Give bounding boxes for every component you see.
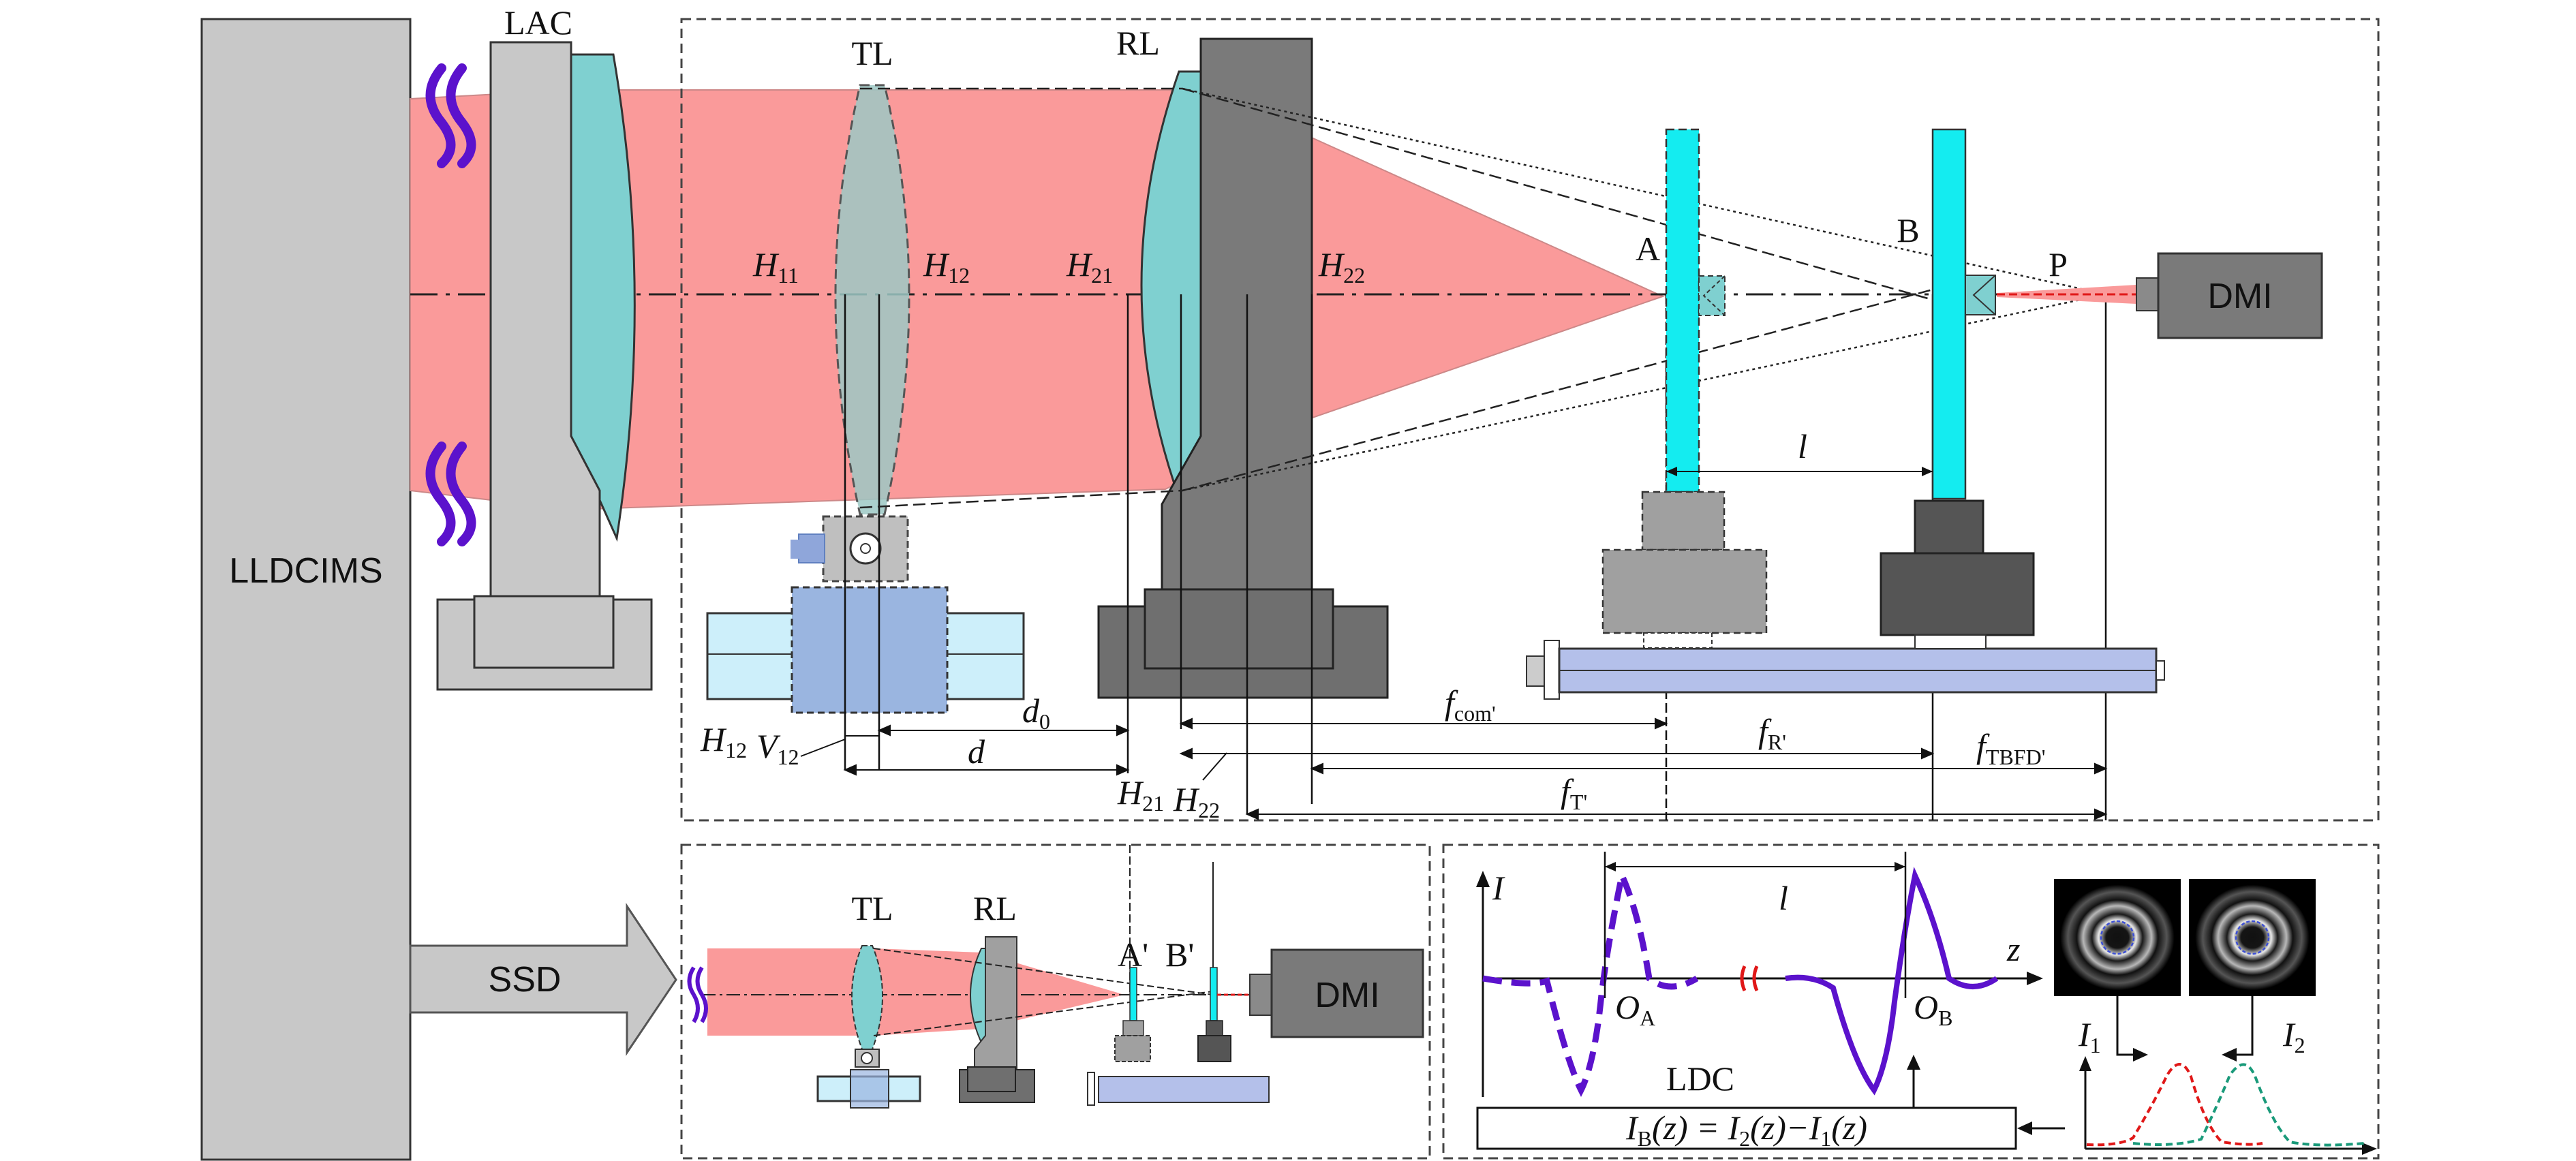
small-dmi-label: DMI: [1315, 976, 1379, 1015]
small-tl-lens: [851, 945, 883, 1050]
tl-knob-icon: [849, 532, 882, 565]
small-dmi-device: [1270, 948, 1424, 1038]
tl-stage-carriage: [791, 586, 949, 714]
ring-image-2: [2189, 879, 2316, 996]
small-a-label: A': [1118, 935, 1148, 974]
v12-bottom-label: V12: [756, 727, 799, 769]
rail-left-end: [1544, 640, 1560, 700]
dmi-label: DMI: [2207, 277, 2272, 316]
l-label-top: l: [1798, 427, 1807, 465]
i1-label: I1: [2078, 1015, 2101, 1057]
small-rl-label: RL: [973, 889, 1017, 927]
dmi-device: [2157, 252, 2323, 339]
ring-image-1: [2054, 879, 2181, 996]
signal-curve-b: [1785, 867, 1999, 1096]
signal-panel-frame: [1442, 843, 2380, 1160]
glass-plate-b: [1931, 128, 1967, 500]
l-label-signal: l: [1779, 879, 1788, 917]
h12-bottom-label: H12: [700, 720, 747, 762]
small-wave-symbol: [687, 966, 708, 1023]
signal-curve-a: [1482, 865, 1699, 1098]
mount-b-bottom: [1880, 552, 2035, 636]
rl-label: RL: [1116, 24, 1160, 62]
h22-label: H22: [1318, 245, 1365, 288]
i2-label: I2: [2282, 1015, 2305, 1057]
i1-intensity-curve: [2086, 1063, 2263, 1147]
h22-bottom-label: H22: [1173, 780, 1220, 822]
rl-base-inner: [1144, 588, 1334, 670]
tl-lens: [834, 84, 910, 516]
lldcims-label: LLDCIMS: [229, 551, 382, 591]
h12-label: H12: [923, 245, 970, 288]
rl-lens: [1140, 70, 1204, 499]
small-b-label: B': [1165, 935, 1194, 974]
small-plate-a: [1129, 967, 1137, 1021]
a-label: A: [1636, 230, 1660, 268]
f-t-label: fT': [1561, 772, 1587, 814]
f-tbfd-label: fTBFD': [1976, 727, 2045, 769]
glass-plate-a: [1665, 128, 1700, 493]
ob-label: OB: [1914, 988, 1952, 1030]
h21-bottom-label: H21: [1117, 773, 1164, 816]
main-panel-frame: [680, 18, 2380, 822]
prism-b: [1965, 275, 1996, 315]
lldcims-block: [200, 18, 412, 1161]
b-label: B: [1897, 211, 1919, 249]
formula-box: [1476, 1106, 2017, 1150]
lac-label: LAC: [504, 3, 572, 42]
y-axis-label: I: [1492, 869, 1505, 907]
mount-b-top: [1914, 499, 1984, 557]
d0-label: d0: [1022, 692, 1050, 734]
wave-symbol-bottom: [425, 442, 476, 546]
h11-label: H11: [752, 245, 799, 288]
ldc-label: LDC: [1666, 1059, 1734, 1098]
f-com-label: fcom': [1445, 683, 1496, 726]
axis-break-icon: [1740, 965, 1759, 992]
dimension-lines: [843, 717, 2108, 820]
lac-base-inner: [473, 595, 615, 669]
ssd-label: SSD: [489, 960, 562, 1000]
mount-a-top: [1641, 491, 1726, 551]
small-rail: [1098, 1076, 1270, 1103]
dmi-beam: [1997, 285, 2136, 304]
formula-text: IB(z) = I2(z)−I1(z): [1625, 1109, 1867, 1151]
mount-a-bottom: [1601, 548, 1768, 634]
small-tl-label: TL: [851, 889, 893, 927]
i2-intensity-curve: [2132, 1063, 2365, 1147]
p-label: P: [2049, 245, 2068, 283]
ssd-arrow: [409, 903, 677, 1056]
tl-label: TL: [851, 34, 893, 72]
x-axis-label: z: [2006, 930, 2020, 968]
small-beam: [707, 948, 1124, 1036]
d-label: d: [968, 732, 985, 771]
rail-right-end: [2156, 660, 2165, 681]
oa-label: OA: [1615, 988, 1655, 1030]
dmi-nozzle: [2136, 277, 2159, 311]
small-plate-b: [1210, 967, 1218, 1021]
lac-lens: [570, 53, 636, 542]
wave-symbol-top: [425, 63, 476, 168]
small-schematic-frame: [680, 843, 1431, 1160]
f-r-label: fR': [1758, 712, 1786, 754]
tl-screw: [798, 533, 825, 563]
h21-label: H21: [1066, 245, 1113, 288]
